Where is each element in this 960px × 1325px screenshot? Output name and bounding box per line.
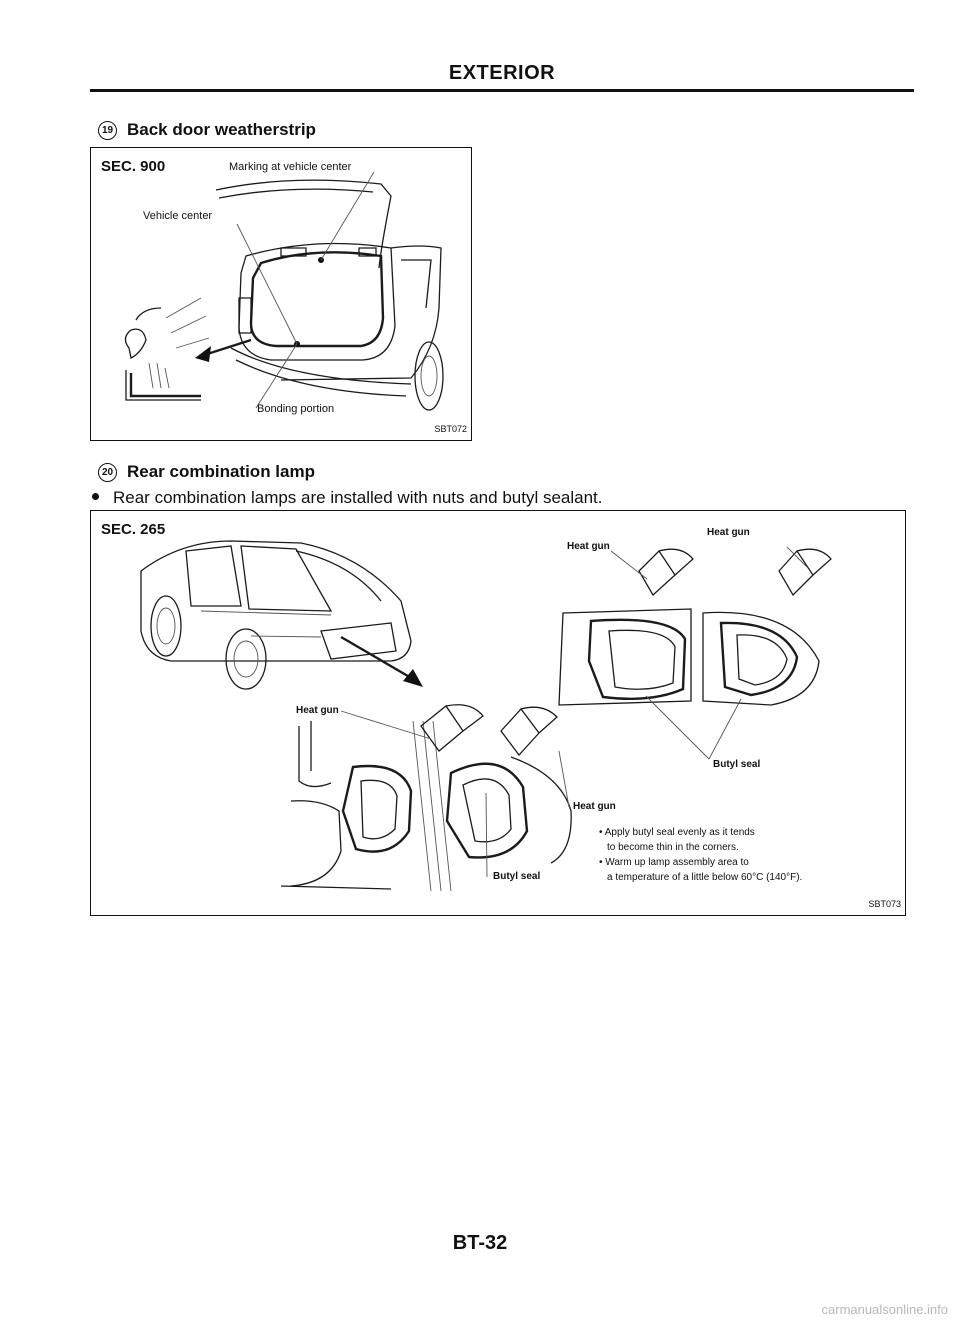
figure-notes: • Apply butyl seal evenly as it tends to…: [599, 825, 802, 885]
note-line: • Warm up lamp assembly area to: [599, 857, 749, 868]
watermark: carmanualsonline.info: [821, 1302, 948, 1317]
label-vehicle-center: Vehicle center: [143, 210, 213, 222]
bullet-text: Rear combination lamps are installed wit…: [113, 488, 603, 507]
figure-code: SBT072: [434, 424, 467, 434]
label-heat-gun: Heat gun: [573, 801, 616, 812]
figure-rear-combination-lamp: SEC. 265 Heat gun Heat gun Heat gun Heat…: [90, 510, 906, 916]
page-number: BT-32: [452, 1232, 508, 1254]
label-bonding-portion: Bonding portion: [257, 403, 335, 415]
figure-code: SBT073: [868, 899, 901, 909]
label-marking-at-vehicle-center: Marking at vehicle center: [229, 161, 352, 173]
section-19-title: 19 Back door weatherstrip: [98, 120, 316, 140]
figure-sec-label: SEC. 265: [101, 521, 166, 538]
note-line: • Apply butyl seal evenly as it tends: [599, 827, 755, 838]
note-line: to become thin in the corners.: [607, 842, 739, 853]
section-number-badge: 20: [98, 463, 117, 482]
label-heat-gun: Heat gun: [707, 527, 750, 538]
label-butyl-seal: Butyl seal: [493, 871, 541, 882]
rear-lamp-illustration: [140, 540, 832, 892]
figure-sec-label: SEC. 900: [101, 158, 166, 175]
bullet-dot: [92, 493, 99, 500]
note-line: a temperature of a little below 60°C (14…: [607, 872, 803, 883]
back-door-illustration: [124, 171, 444, 411]
section-20-title: 20 Rear combination lamp: [98, 462, 315, 482]
page-header-title: EXTERIOR: [448, 62, 556, 84]
label-heat-gun: Heat gun: [567, 541, 610, 552]
figure-back-door-weatherstrip: SEC. 900 Marking at vehicle center Vehic…: [90, 147, 472, 441]
bullet-item: Rear combination lamps are installed wit…: [92, 488, 603, 508]
label-butyl-seal: Butyl seal: [713, 759, 761, 770]
header-rule: [90, 89, 914, 92]
section-number-badge: 19: [98, 121, 117, 140]
section-19-title-text: Back door weatherstrip: [127, 120, 316, 139]
section-20-title-text: Rear combination lamp: [127, 462, 315, 481]
label-heat-gun: Heat gun: [296, 705, 339, 716]
